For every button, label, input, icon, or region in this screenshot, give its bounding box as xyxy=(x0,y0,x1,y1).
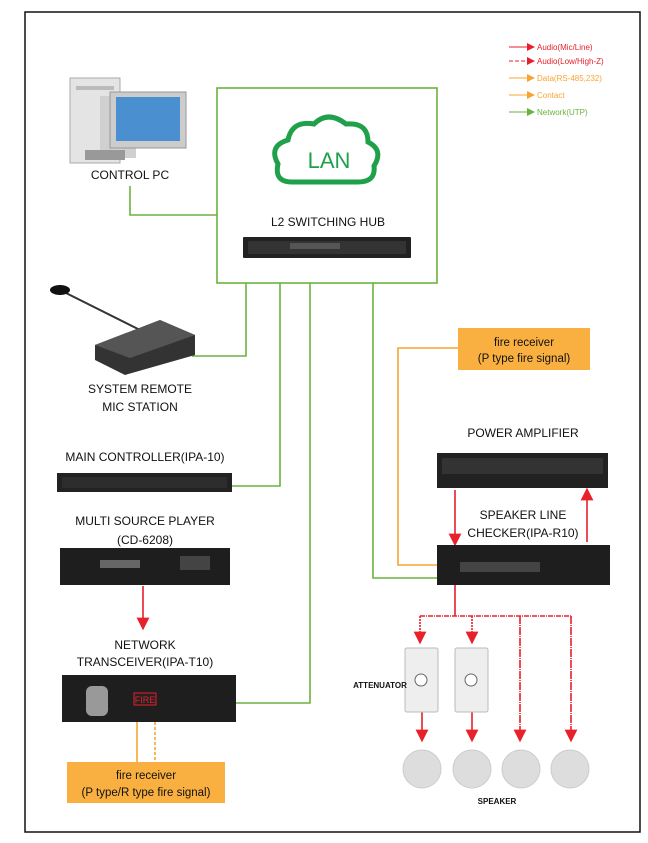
main-controller-label: MAIN CONTROLLER(IPA-10) xyxy=(65,450,224,464)
switching-hub-device xyxy=(243,237,411,258)
speaker-line-checker-device xyxy=(437,545,610,585)
control-pc-label: CONTROL PC xyxy=(91,168,170,182)
legend: Audio(Mic/Line) Audio(Low/High-Z) Data(R… xyxy=(509,43,604,117)
fire-receiver-bottom-line-1: fire receiver xyxy=(116,770,176,782)
multi-source-player-label-1: MULTI SOURCE PLAYER xyxy=(75,514,215,528)
power-amplifier-label: POWER AMPLIFIER xyxy=(467,426,579,440)
fire-contact-line xyxy=(397,347,458,566)
legend-network: Network(UTP) xyxy=(537,108,588,117)
transceiver-label-1: NETWORK xyxy=(114,638,175,652)
legend-audio-mic-line: Audio(Mic/Line) xyxy=(537,43,593,52)
control-pc-icon xyxy=(69,77,187,164)
legend-data: Data(RS-485,232) xyxy=(537,74,602,83)
mic-station-label-2: MIC STATION xyxy=(102,400,178,414)
hub-label: L2 SWITCHING HUB xyxy=(271,215,385,229)
fire-receiver-bottom-box xyxy=(67,762,225,803)
checker-label-1: SPEAKER LINE xyxy=(480,508,567,522)
lan-text: LAN xyxy=(308,148,351,173)
attenuator-label: ATTENUATOR xyxy=(353,681,407,690)
multi-source-player-label-2: (CD-6208) xyxy=(117,533,173,547)
fire-receiver-top-box xyxy=(458,328,590,370)
multi-source-player-device xyxy=(60,548,230,585)
fire-display: FIRE xyxy=(135,695,156,705)
main-controller-device xyxy=(57,473,232,492)
speaker-lines xyxy=(413,585,578,743)
attenuator-icons xyxy=(404,647,489,713)
mic-station-icon xyxy=(50,285,195,375)
speaker-label: SPEAKER xyxy=(478,797,517,806)
legend-audio-low-high-z: Audio(Low/High-Z) xyxy=(537,57,604,66)
network-transceiver-device: FIRE xyxy=(62,675,236,722)
outer-border xyxy=(24,11,641,833)
mic-station-label-1: SYSTEM REMOTE xyxy=(88,382,192,396)
power-amplifier-device xyxy=(437,453,608,488)
speaker-icons xyxy=(402,749,590,789)
checker-label-2: CHECKER(IPA-R10) xyxy=(467,526,578,540)
legend-contact: Contact xyxy=(537,91,565,100)
fire-receiver-top-line-2: (P type fire signal) xyxy=(478,353,571,365)
fire-receiver-bottom-line-2: (P type/R type fire signal) xyxy=(82,787,211,799)
lan-cloud-icon: LAN xyxy=(272,114,381,185)
fire-receiver-top-line-1: fire receiver xyxy=(494,337,554,349)
transceiver-label-2: TRANSCEIVER(IPA-T10) xyxy=(77,655,213,669)
network-lines xyxy=(129,186,437,704)
